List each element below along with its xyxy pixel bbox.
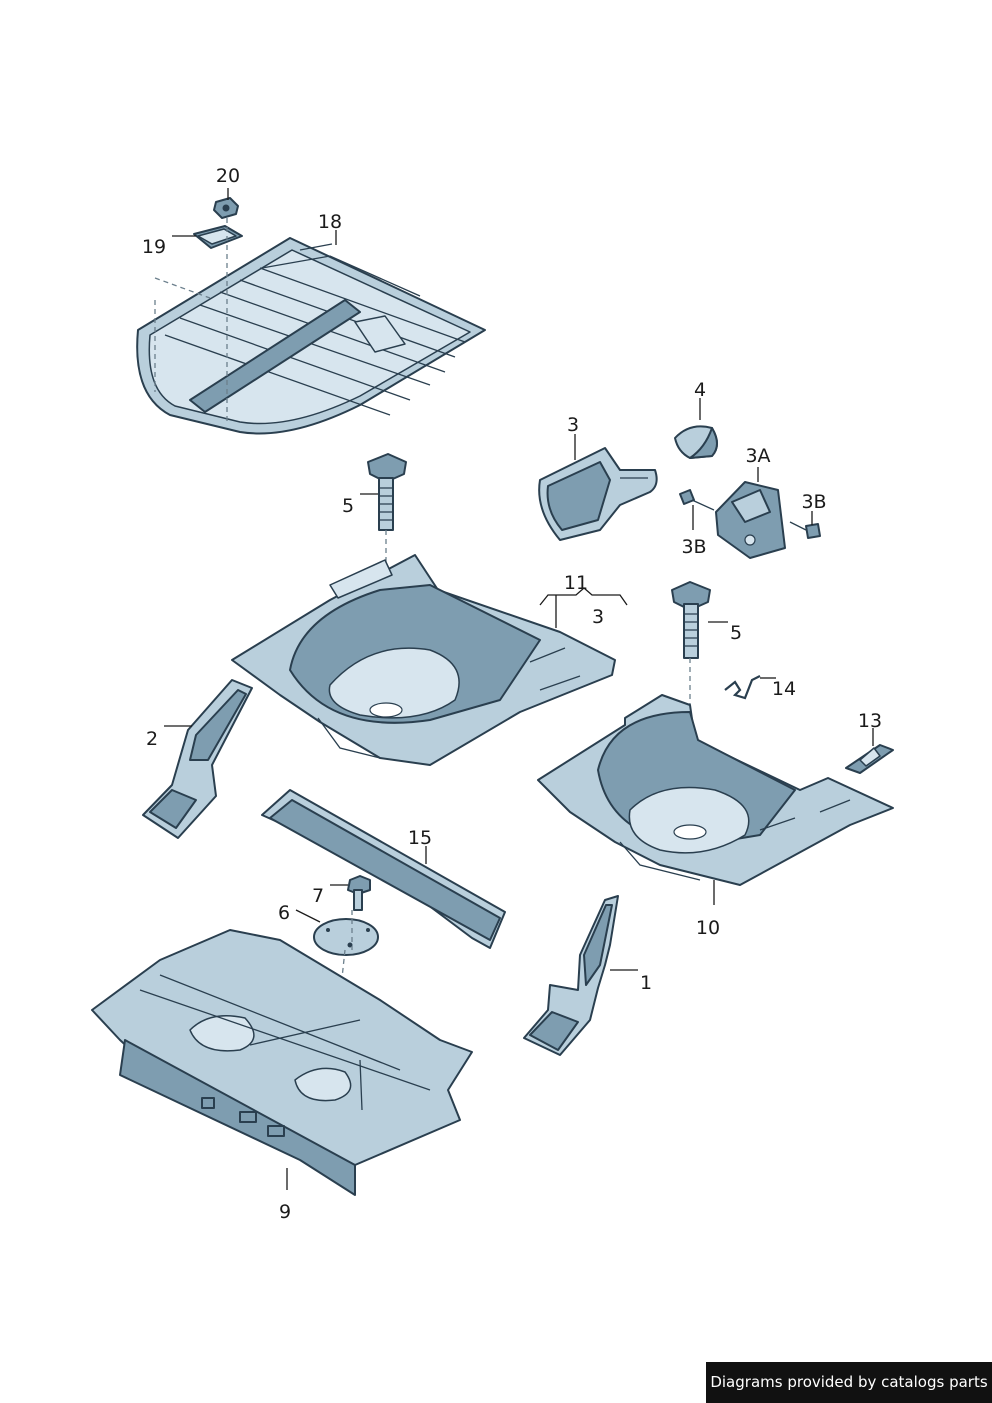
part-1-side-rail-right [523,895,619,1056]
label-13: 13 [858,710,882,732]
label-3-sub: 3 [592,606,604,628]
leader-lines [164,188,874,1190]
label-20: 20 [216,165,240,187]
label-5-right: 5 [730,622,742,644]
part-5-bolt-right [671,581,711,659]
part-15-cross-member [261,789,506,949]
label-11: 11 [564,572,588,594]
label-10: 10 [696,917,720,939]
label-3A: 3A [745,445,770,467]
part-3-bracket [538,447,658,541]
callout-labels: 20 18 19 4 3 3A 3B 3B 5 11 3 5 14 13 2 1… [142,165,882,1223]
part-3B-screw-right [789,521,821,539]
part-7-bolt [347,875,371,911]
part-10-spare-wheel-well [537,694,894,886]
label-6: 6 [278,902,290,924]
part-11-spare-wheel-well [231,554,616,766]
credit-banner: Diagrams provided by catalogs parts [706,1362,992,1403]
label-7: 7 [312,885,324,907]
label-9: 9 [279,1201,291,1223]
label-15: 15 [408,827,432,849]
label-3-bracket: 3 [567,414,579,436]
label-3B-right: 3B [801,491,826,513]
part-4-cap [674,425,718,459]
label-1: 1 [640,972,652,994]
part-18-floor-cover [136,237,486,435]
part-9-floor-panel [91,929,473,1196]
part-19-bracket [193,225,243,249]
part-5-bolt-left [367,453,407,531]
part-3B-screw-left [679,489,715,511]
part-2-side-rail-left [142,679,253,839]
label-5-left: 5 [342,495,354,517]
part-20-nut [213,197,239,219]
label-14: 14 [772,678,796,700]
part-3A-latch [715,481,786,559]
label-19: 19 [142,236,166,258]
label-4: 4 [694,379,706,401]
part-6-disc [313,918,379,956]
part-13-retainer [845,744,894,774]
part-14-clip [724,675,761,700]
label-2: 2 [146,728,158,750]
label-3B-left: 3B [681,536,706,558]
label-18: 18 [318,211,342,233]
